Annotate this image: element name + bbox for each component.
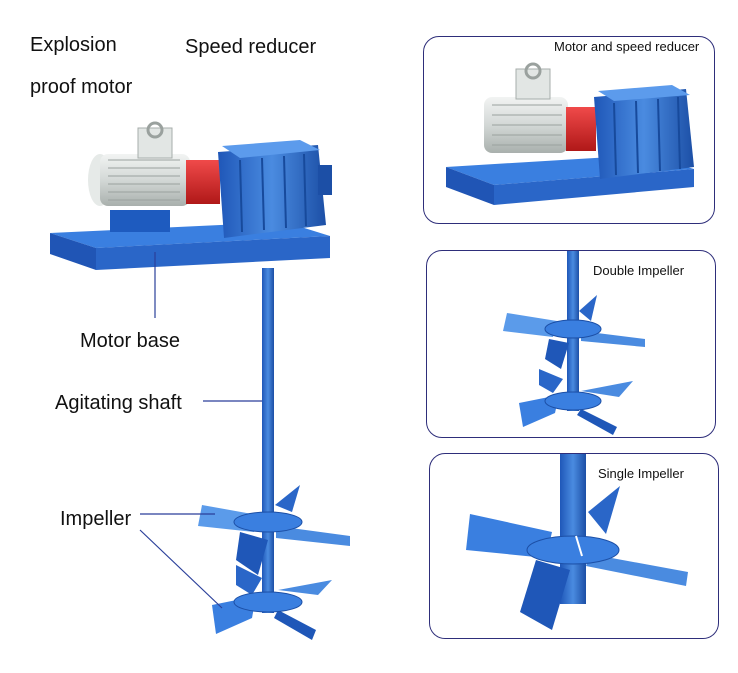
double-impeller-detail [503,251,645,435]
panel-title-motor-reducer: Motor and speed reducer [554,39,700,54]
upper-impeller [198,485,350,575]
single-impeller-detail [466,454,688,630]
agitating-shaft [262,268,274,613]
lower-impeller [212,565,332,640]
label-speed-reducer: Speed reducer [185,36,317,58]
panel-title-single-impeller: Single Impeller [598,466,684,481]
label-explosion: Explosion [30,34,117,56]
explosion-proof-motor [88,121,220,232]
label-motor-base: Motor base [80,330,181,352]
panel-motor-reducer: Motor and speed reducer [423,36,715,224]
panel-single-impeller: Single Impeller [429,453,719,639]
speed-reducer [218,140,332,238]
leader-lines [139,252,262,609]
label-impeller: Impeller [60,508,132,530]
motor-reducer-detail [446,62,694,205]
label-agitating-shaft: Agitating shaft [55,392,182,414]
panel-double-impeller: Double Impeller [426,250,716,438]
label-proof-motor: proof motor [30,76,133,98]
panel-title-double-impeller: Double Impeller [593,263,685,278]
